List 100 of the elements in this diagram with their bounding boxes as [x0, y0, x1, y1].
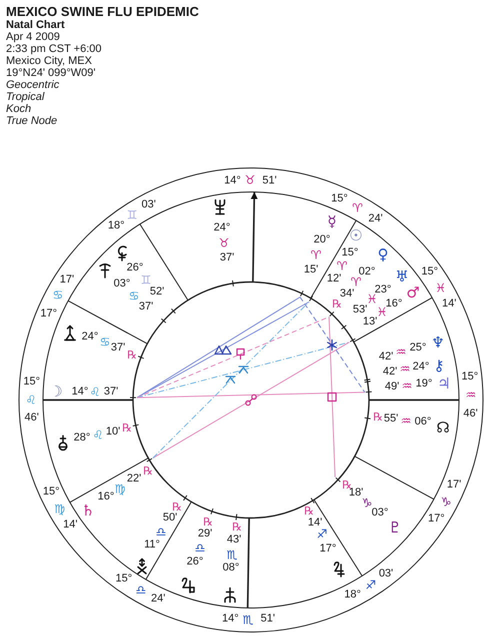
- degree-label: 16°: [98, 492, 114, 502]
- cusp-sign-glyph: ♓: [435, 282, 446, 294]
- planet-glyph: ♀: [378, 248, 388, 262]
- minute-label: 52': [150, 286, 164, 298]
- cusp-minute-label: 17': [446, 479, 462, 490]
- zodiac-sign-glyph: ♓: [376, 306, 388, 318]
- cusp-sign-glyph: ♌: [26, 394, 36, 406]
- cusp-minute-label: 24': [368, 213, 383, 224]
- cusp-degree-label: 15°: [331, 193, 348, 204]
- cusp-sign-glyph: ♑: [440, 496, 452, 508]
- zodiac-sign-glyph: ♒: [400, 363, 410, 375]
- retrograde-mark: ℞: [373, 412, 383, 422]
- minute-label: 42': [378, 352, 394, 362]
- planet-glyph: ☿: [327, 214, 337, 230]
- cusp-minute-label: 51': [260, 614, 275, 625]
- minute-label: 29': [198, 528, 212, 540]
- date-line: Apr 4 2009: [6, 31, 60, 43]
- zodiac-sign-glyph: ♎: [194, 542, 206, 554]
- minute-label: 18': [348, 488, 364, 498]
- planet-glyph: ♃: [437, 376, 451, 392]
- degree-label: 17°: [320, 544, 336, 554]
- planet-glyph: ☉: [349, 228, 363, 244]
- cusp-degree-label: 15°: [23, 376, 40, 388]
- planet-glyph: ☊: [436, 420, 450, 436]
- planet-glyph: ♂: [406, 286, 420, 300]
- cusp-sign-glyph: ♒: [466, 389, 476, 402]
- degree-label: 03°: [114, 278, 130, 290]
- minute-label: 50': [162, 512, 178, 524]
- degree-label: 03°: [372, 508, 388, 518]
- cusp-sign-glyph: ♎: [136, 584, 146, 596]
- cusp-minute-label: 03': [378, 568, 394, 580]
- minute-label: 37': [138, 302, 154, 312]
- planet-glyph: ♇: [388, 520, 402, 536]
- degree-label: 24°: [214, 222, 230, 234]
- planet-glyph: ♅: [395, 270, 409, 284]
- zodiac-sign-glyph: ♈: [350, 276, 362, 288]
- zodiac-sign-glyph: ♋: [100, 336, 110, 348]
- retrograde-mark: ℞: [127, 350, 137, 360]
- coordinates-line: 19°N24' 099°W09': [6, 67, 96, 79]
- cusp-degree-label: 15°: [42, 486, 60, 498]
- cusp-degree-label: 17°: [428, 513, 445, 524]
- minute-label: 42': [382, 366, 398, 378]
- zodiac-sign-glyph: ♈: [310, 249, 322, 261]
- zodiac-sign-glyph: ♌: [92, 429, 104, 441]
- degree-label: 24°: [412, 362, 430, 372]
- cusp-sign-glyph: ♉: [244, 174, 256, 186]
- time-line: 2:33 pm CST +6:00: [6, 43, 102, 55]
- degree-label: 14°: [72, 386, 88, 398]
- zodiac-sign-glyph: ♋: [128, 290, 140, 302]
- cusp-minute-label: 14': [63, 520, 78, 531]
- planet-glyph: ♄: [81, 504, 95, 518]
- zodiac-sign-glyph: ♒: [402, 380, 412, 392]
- cusp-minute-label: 46': [463, 408, 478, 420]
- minute-label: 10': [106, 426, 120, 438]
- minute-label: 12': [326, 274, 342, 284]
- degree-label: 26°: [186, 556, 204, 568]
- retrograde-mark: ℞: [143, 466, 153, 476]
- setting-line: Tropical: [6, 91, 44, 103]
- cusp-minute-label: 03': [142, 200, 156, 211]
- cusp-degree-label: 18°: [344, 590, 361, 601]
- cusp-minute-label: 46': [24, 412, 39, 424]
- retrograde-mark: ℞: [232, 522, 242, 532]
- cusp-minute-label: 51': [262, 175, 277, 186]
- minute-label: 37': [220, 252, 234, 264]
- cusp-degree-label: 17°: [40, 308, 57, 320]
- zodiac-sign-glyph: ♑: [362, 497, 372, 509]
- retrograde-mark: ℞: [203, 516, 213, 528]
- degree-label: 23°: [374, 284, 392, 296]
- degree-label: 15°: [342, 248, 358, 258]
- zodiac-sign-glyph: ♎: [156, 526, 166, 538]
- degree-label: 19°: [416, 378, 432, 390]
- minute-label: 53': [352, 304, 368, 316]
- cusp-sign-glyph: ♋: [52, 288, 64, 301]
- cusp-degree-label: 15°: [115, 574, 132, 585]
- retrograde-mark: ℞: [332, 298, 342, 310]
- minute-label: 22': [126, 474, 142, 484]
- setting-line: Koch: [6, 103, 32, 115]
- degree-label: 02°: [358, 266, 376, 278]
- zodiac-sign-glyph: ♓: [366, 293, 378, 305]
- degree-label: 08°: [222, 562, 240, 574]
- minute-label: 37': [104, 386, 118, 398]
- planet-glyph: ⚷: [434, 358, 444, 374]
- zodiac-sign-glyph: ♈: [336, 260, 348, 272]
- place-line: Mexico City, MEX: [6, 55, 92, 67]
- cusp-degree-label: 18°: [108, 220, 125, 232]
- cusp-degree-label: 14°: [224, 175, 241, 186]
- cusp-sign-glyph: ♐: [365, 578, 376, 591]
- degree-label: 16°: [386, 298, 402, 310]
- degree-label: 25°: [410, 342, 426, 354]
- minute-label: 49': [384, 382, 400, 392]
- degree-label: 11°: [144, 540, 160, 550]
- retrograde-mark: ℞: [122, 422, 132, 434]
- minute-label: 14': [308, 518, 322, 528]
- planet-glyph: ☽: [49, 384, 63, 400]
- setting-line: Geocentric: [6, 79, 60, 91]
- cusp-minute-label: 14': [442, 298, 456, 310]
- cusp-sign-glyph: ♊: [126, 208, 138, 221]
- zodiac-sign-glyph: ♌: [90, 386, 100, 398]
- cusp-sign-glyph: ♏: [242, 614, 254, 626]
- zodiac-sign-glyph: ♒: [396, 346, 406, 358]
